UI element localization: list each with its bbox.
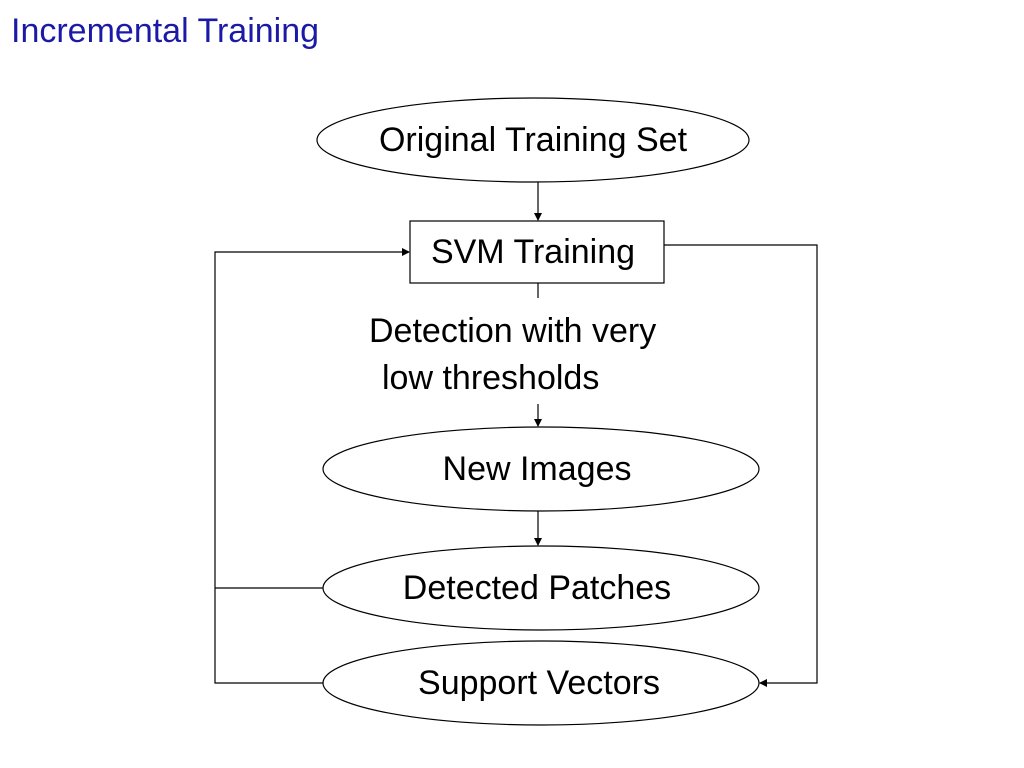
new-images-label: New Images	[443, 450, 632, 488]
arrow-svm-to-support-vectors	[664, 244, 818, 687]
original-training-set-label: Original Training Set	[379, 121, 688, 159]
slide-title: Incremental Training	[11, 12, 320, 50]
arrow-support-vectors-to-svm	[214, 248, 410, 684]
detection-label-line-2: low thresholds	[382, 359, 599, 397]
support-vectors-label: Support Vectors	[418, 664, 660, 702]
svm-training-label: SVM Training	[431, 233, 635, 271]
new-images-node	[322, 426, 760, 512]
detected-patches-label: Detected Patches	[403, 569, 671, 607]
detection-label-line-1: Detection with very	[369, 312, 656, 350]
svm-training-node	[409, 220, 665, 284]
original-training-set-node	[316, 97, 750, 183]
